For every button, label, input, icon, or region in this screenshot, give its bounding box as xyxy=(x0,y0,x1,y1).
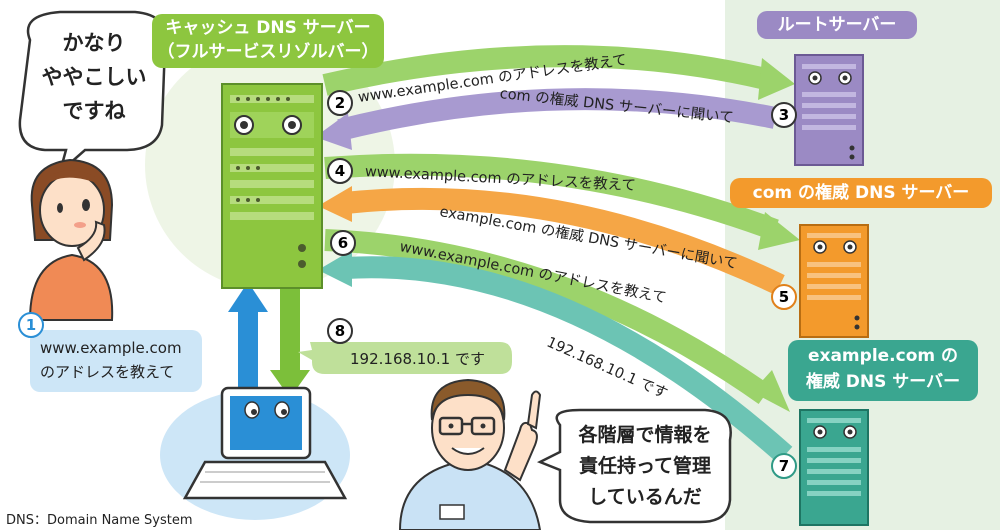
step-number-4: 4 xyxy=(327,158,353,184)
com-server xyxy=(799,224,869,338)
step-number-3: 3 xyxy=(771,102,797,128)
example-com-server xyxy=(799,409,869,526)
arrow-head-step-6 xyxy=(752,370,790,412)
step-1-line1: www.example.com xyxy=(40,339,182,357)
woman-bubble-line3: ですね xyxy=(62,99,126,123)
arrow-head-step-4 xyxy=(758,212,800,250)
step-number-7: 7 xyxy=(771,453,797,479)
example-server-title: example.com の 権威 DNS サーバー xyxy=(788,340,978,401)
com-server-title: com の権威 DNS サーバー xyxy=(730,178,992,208)
arrow-head-step-2 xyxy=(758,58,795,100)
step-number-6: 6 xyxy=(330,230,356,256)
arrow-head-step-8 xyxy=(270,370,310,398)
arrow-head-step-5 xyxy=(318,186,352,222)
arrow-step-7 xyxy=(344,256,793,464)
arrow-head-step-1 xyxy=(228,282,268,312)
man-character xyxy=(398,378,542,530)
step-8-note xyxy=(298,342,512,374)
cache-server-title-line1: キャッシュ DNS サーバー xyxy=(165,18,371,38)
arrow-head-step-7 xyxy=(318,250,352,287)
woman-bubble-line1: かなり xyxy=(62,31,126,55)
man-bubble-text: 各階層で情報を 責任持って管理 しているんだ xyxy=(562,420,728,513)
cache-server-title-line2: （フルサービスリゾルバー） xyxy=(157,42,379,62)
woman-character xyxy=(28,158,114,321)
arrow-step-6 xyxy=(324,229,772,404)
step-1-text: www.example.com のアドレスを教えて xyxy=(40,336,182,384)
man-bubble-line1: 各階層で情報を xyxy=(578,424,712,446)
example-server-title-line2: 権威 DNS サーバー xyxy=(805,372,961,392)
step-8-text: 192.168.10.1 です xyxy=(350,350,485,368)
laptop xyxy=(182,386,348,500)
footnote: DNS：Domain Name System xyxy=(6,513,193,528)
arrow-step-2 xyxy=(322,45,773,96)
step-number-2: 2 xyxy=(327,90,353,116)
woman-speech-bubble xyxy=(18,10,167,176)
arrow-step-5 xyxy=(343,187,785,295)
cache-server-title: キャッシュ DNS サーバー （フルサービスリゾルバー） xyxy=(152,14,384,68)
root-server xyxy=(794,54,864,166)
arrow-step-4 xyxy=(324,153,779,241)
man-bubble-line2: 責任持って管理 xyxy=(578,455,712,477)
arrow-step-8 xyxy=(280,285,300,373)
arrow-step-3 xyxy=(337,88,778,141)
man-bubble-line3: しているんだ xyxy=(588,486,702,508)
step-number-5: 5 xyxy=(771,284,797,310)
step-1-note xyxy=(30,330,202,392)
step-number-8: 8 xyxy=(327,318,353,344)
step-1-line2: のアドレスを教えて xyxy=(40,363,175,381)
arrow-head-step-3 xyxy=(315,113,352,150)
example-server-title-line1: example.com の xyxy=(807,346,959,366)
arrow-step-1 xyxy=(238,310,258,390)
woman-bubble-text: かなり ややこしい ですね xyxy=(25,26,163,128)
woman-bubble-line2: ややこしい xyxy=(41,65,147,89)
man-speech-bubble xyxy=(536,408,732,524)
cache-dns-server xyxy=(221,83,323,289)
root-server-title: ルートサーバー xyxy=(757,11,917,39)
step-number-1: 1 xyxy=(18,312,44,338)
